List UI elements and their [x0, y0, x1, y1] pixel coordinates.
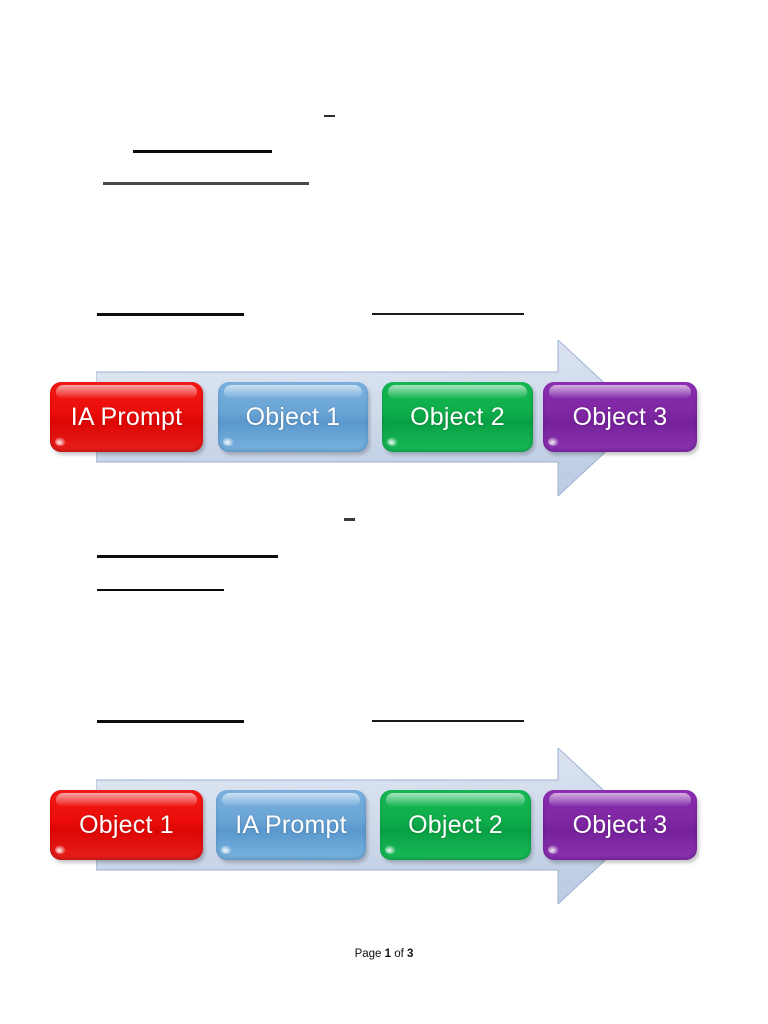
- redaction-line-2: [103, 182, 309, 185]
- process-step-label: IA Prompt: [70, 402, 183, 431]
- footer-total-pages: 3: [407, 948, 414, 960]
- process-step-label: Object 3: [572, 810, 668, 839]
- process-step-2[interactable]: IA Prompt: [216, 790, 366, 860]
- footer-current-page: 1: [384, 948, 392, 960]
- footer-middle: of: [391, 948, 408, 960]
- process-step-2[interactable]: Object 1: [218, 382, 368, 452]
- redaction-dash-mid: [344, 518, 355, 521]
- process-arrow-shape: [96, 340, 642, 496]
- process-step-list: Object 1 IA Prompt Object 2 Object 3: [0, 748, 768, 904]
- redaction-line-7: [97, 720, 244, 723]
- process-arrow-diagram-2: Object 1 IA Prompt Object 2 Object 3: [0, 748, 768, 904]
- process-step-3[interactable]: Object 2: [380, 790, 531, 860]
- process-step-3[interactable]: Object 2: [382, 382, 533, 452]
- process-arrow-shape: [96, 748, 642, 904]
- process-arrow-diagram-1: IA Prompt Object 1 Object 2 Object 3: [0, 340, 768, 496]
- process-step-label: Object 2: [408, 810, 503, 839]
- process-step-list: IA Prompt Object 1 Object 2 Object 3: [0, 340, 768, 496]
- process-step-1[interactable]: Object 1: [50, 790, 203, 860]
- process-step-4[interactable]: Object 3: [543, 790, 697, 860]
- redaction-line-8: [372, 720, 524, 722]
- redaction-line-1: [133, 150, 272, 153]
- process-step-label: Object 1: [79, 810, 174, 839]
- arrow-icon: [96, 748, 642, 904]
- process-step-label: Object 3: [572, 402, 668, 431]
- process-step-4[interactable]: Object 3: [543, 382, 697, 452]
- redaction-line-5: [97, 555, 278, 558]
- process-step-label: Object 2: [410, 402, 505, 431]
- process-step-label: IA Prompt: [235, 810, 347, 839]
- redaction-line-3: [97, 313, 244, 316]
- redaction-line-4: [372, 313, 524, 315]
- redaction-line-6: [97, 589, 224, 591]
- process-step-1[interactable]: IA Prompt: [50, 382, 203, 452]
- footer-prefix: Page: [354, 948, 385, 960]
- process-step-label: Object 1: [245, 402, 341, 431]
- arrow-icon: [96, 340, 642, 496]
- redaction-dash-top: [324, 115, 335, 117]
- page-footer: Page 1 of 3: [0, 948, 768, 960]
